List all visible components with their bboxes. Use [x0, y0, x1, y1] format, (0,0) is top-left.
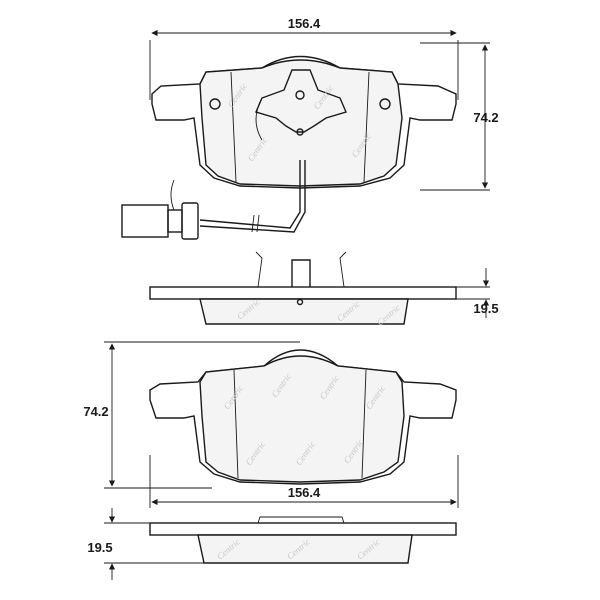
sensor-latch [170, 179, 175, 211]
top-edge-spring-right [339, 251, 347, 288]
top-width-label: 156.4 [288, 16, 321, 31]
top-friction-material [199, 59, 403, 187]
top-hole-center [295, 90, 305, 100]
top-slot-left [230, 71, 237, 183]
bottom-slot-left [233, 369, 239, 479]
bottom-thickness-label: 19.5 [87, 540, 112, 555]
sensor-connector-clip [181, 202, 199, 240]
top-hole-right [379, 98, 391, 110]
sensor-wire [199, 160, 301, 229]
bottom-edge-view: 19.5 [87, 508, 457, 580]
top-pad-view: 156.4 74.2 [121, 16, 499, 240]
bottom-edge-plate [149, 522, 457, 536]
sensor-wire-inner [199, 160, 306, 233]
top-edge-plate [149, 286, 457, 300]
bottom-edge-shim [257, 516, 345, 524]
bottom-slot-right [361, 369, 367, 479]
bottom-friction-material [199, 355, 405, 483]
bottom-width-label: 156.4 [288, 485, 321, 500]
top-edge-spring-left [255, 251, 263, 288]
top-slot-right [363, 71, 370, 183]
top-hole-left [209, 98, 221, 110]
top-height-label: 74.2 [473, 110, 498, 125]
bottom-edge-friction [197, 534, 413, 564]
top-edge-friction [199, 298, 409, 325]
top-edge-view: 19.5 [149, 251, 499, 325]
sensor-break-2 [256, 214, 260, 233]
top-clip-wire [255, 97, 263, 141]
top-thickness-label: 19.5 [473, 301, 498, 316]
sensor-connector-neck [167, 209, 183, 233]
bottom-height-label: 74.2 [83, 404, 108, 419]
top-edge-clip [291, 259, 311, 287]
sensor-connector [121, 204, 169, 238]
top-edge-rivet [296, 298, 304, 306]
top-clip-rivet [296, 128, 304, 136]
sensor-break-1 [251, 214, 255, 233]
bottom-pad-view: 74.2 156.4 [83, 341, 459, 508]
